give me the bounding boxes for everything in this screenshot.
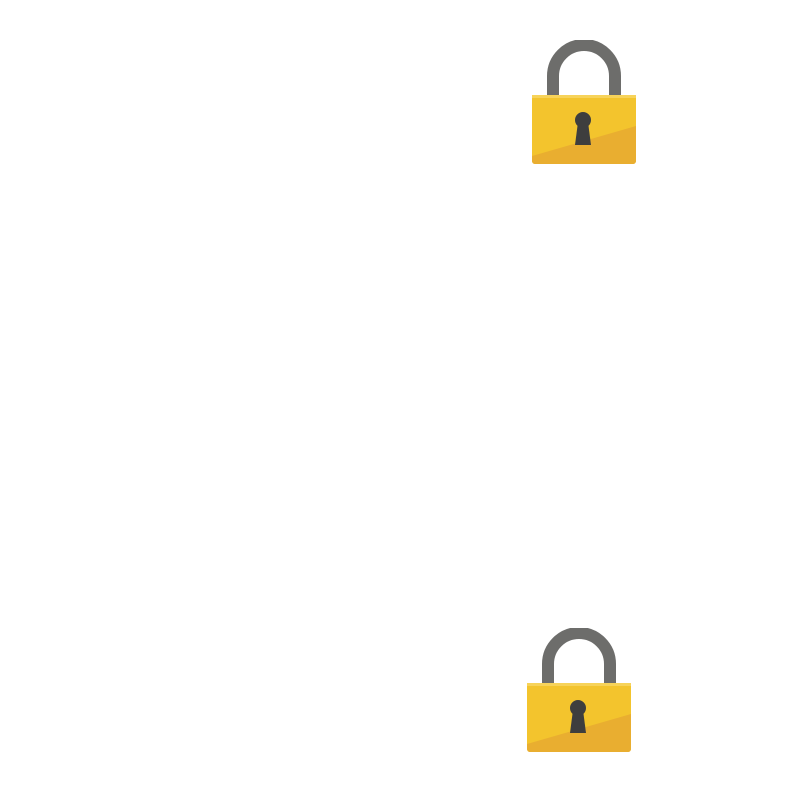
padlock-icon bbox=[526, 628, 632, 754]
padlock-icon bbox=[531, 40, 637, 166]
